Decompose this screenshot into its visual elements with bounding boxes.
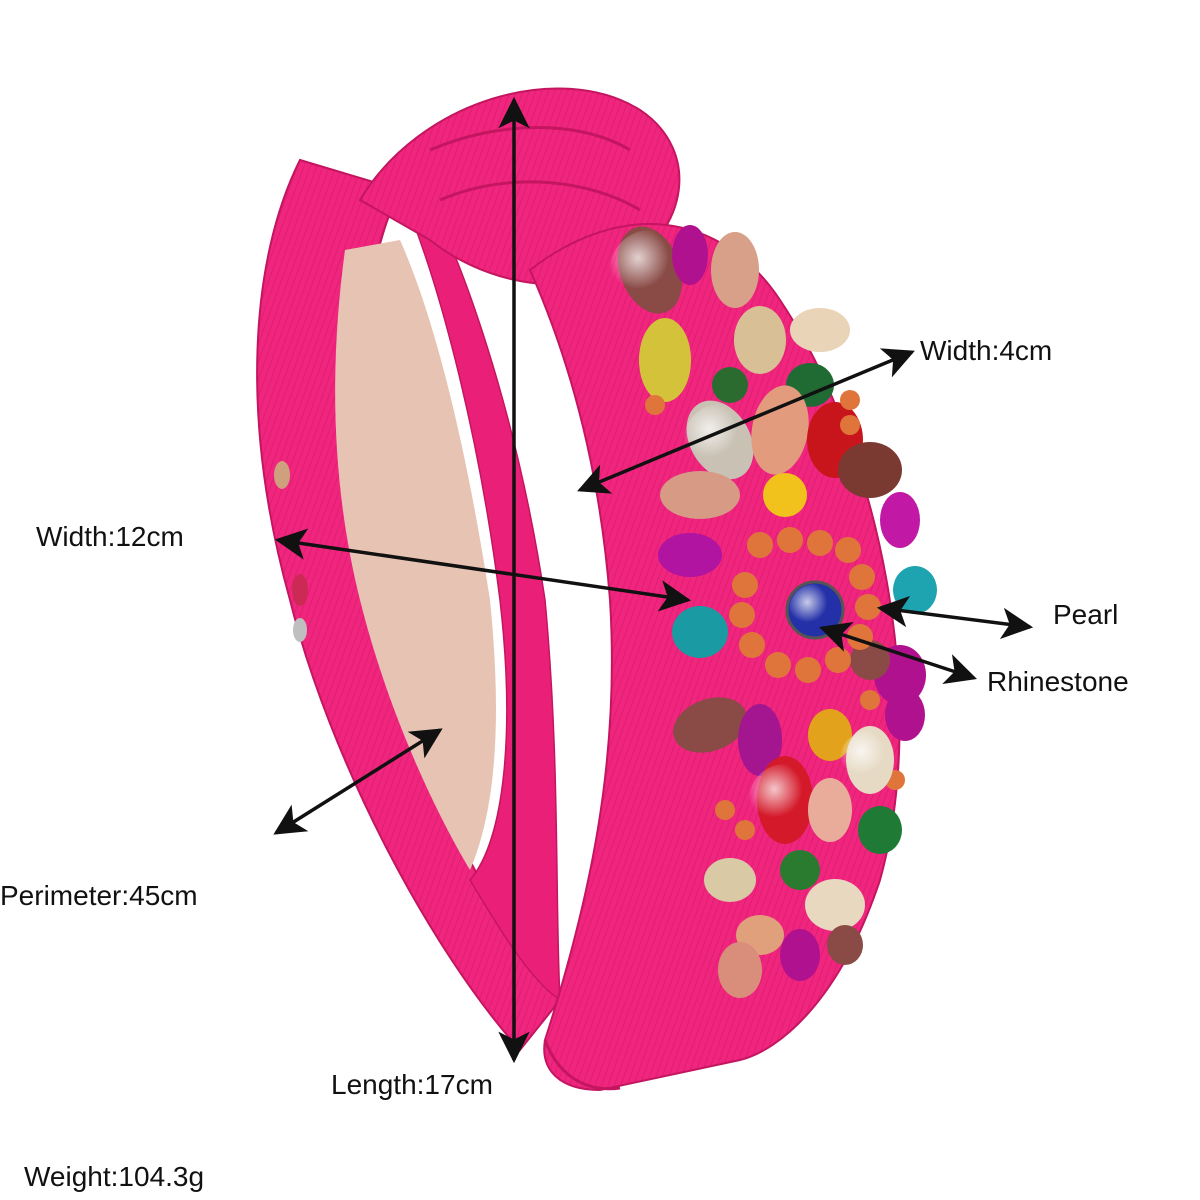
width-band-label: Width:4cm <box>920 335 1053 366</box>
perimeter-arrow <box>273 728 443 835</box>
width-overall-arrow <box>274 528 692 612</box>
rhinestone-arrow <box>819 621 977 685</box>
perimeter-label: Perimeter:45cm <box>0 880 198 911</box>
pearl-arrow <box>876 595 1034 640</box>
pearl-label: Pearl <box>1053 599 1119 630</box>
width-overall-label: Width:12cm <box>36 521 184 552</box>
dimension-arrows <box>273 96 1034 1064</box>
width-band-arrow <box>577 348 915 494</box>
length-label: Length:17cm <box>331 1069 493 1100</box>
weight-label: Weight:104.3g <box>24 1161 205 1192</box>
rhinestone-label: Rhinestone <box>987 666 1129 697</box>
